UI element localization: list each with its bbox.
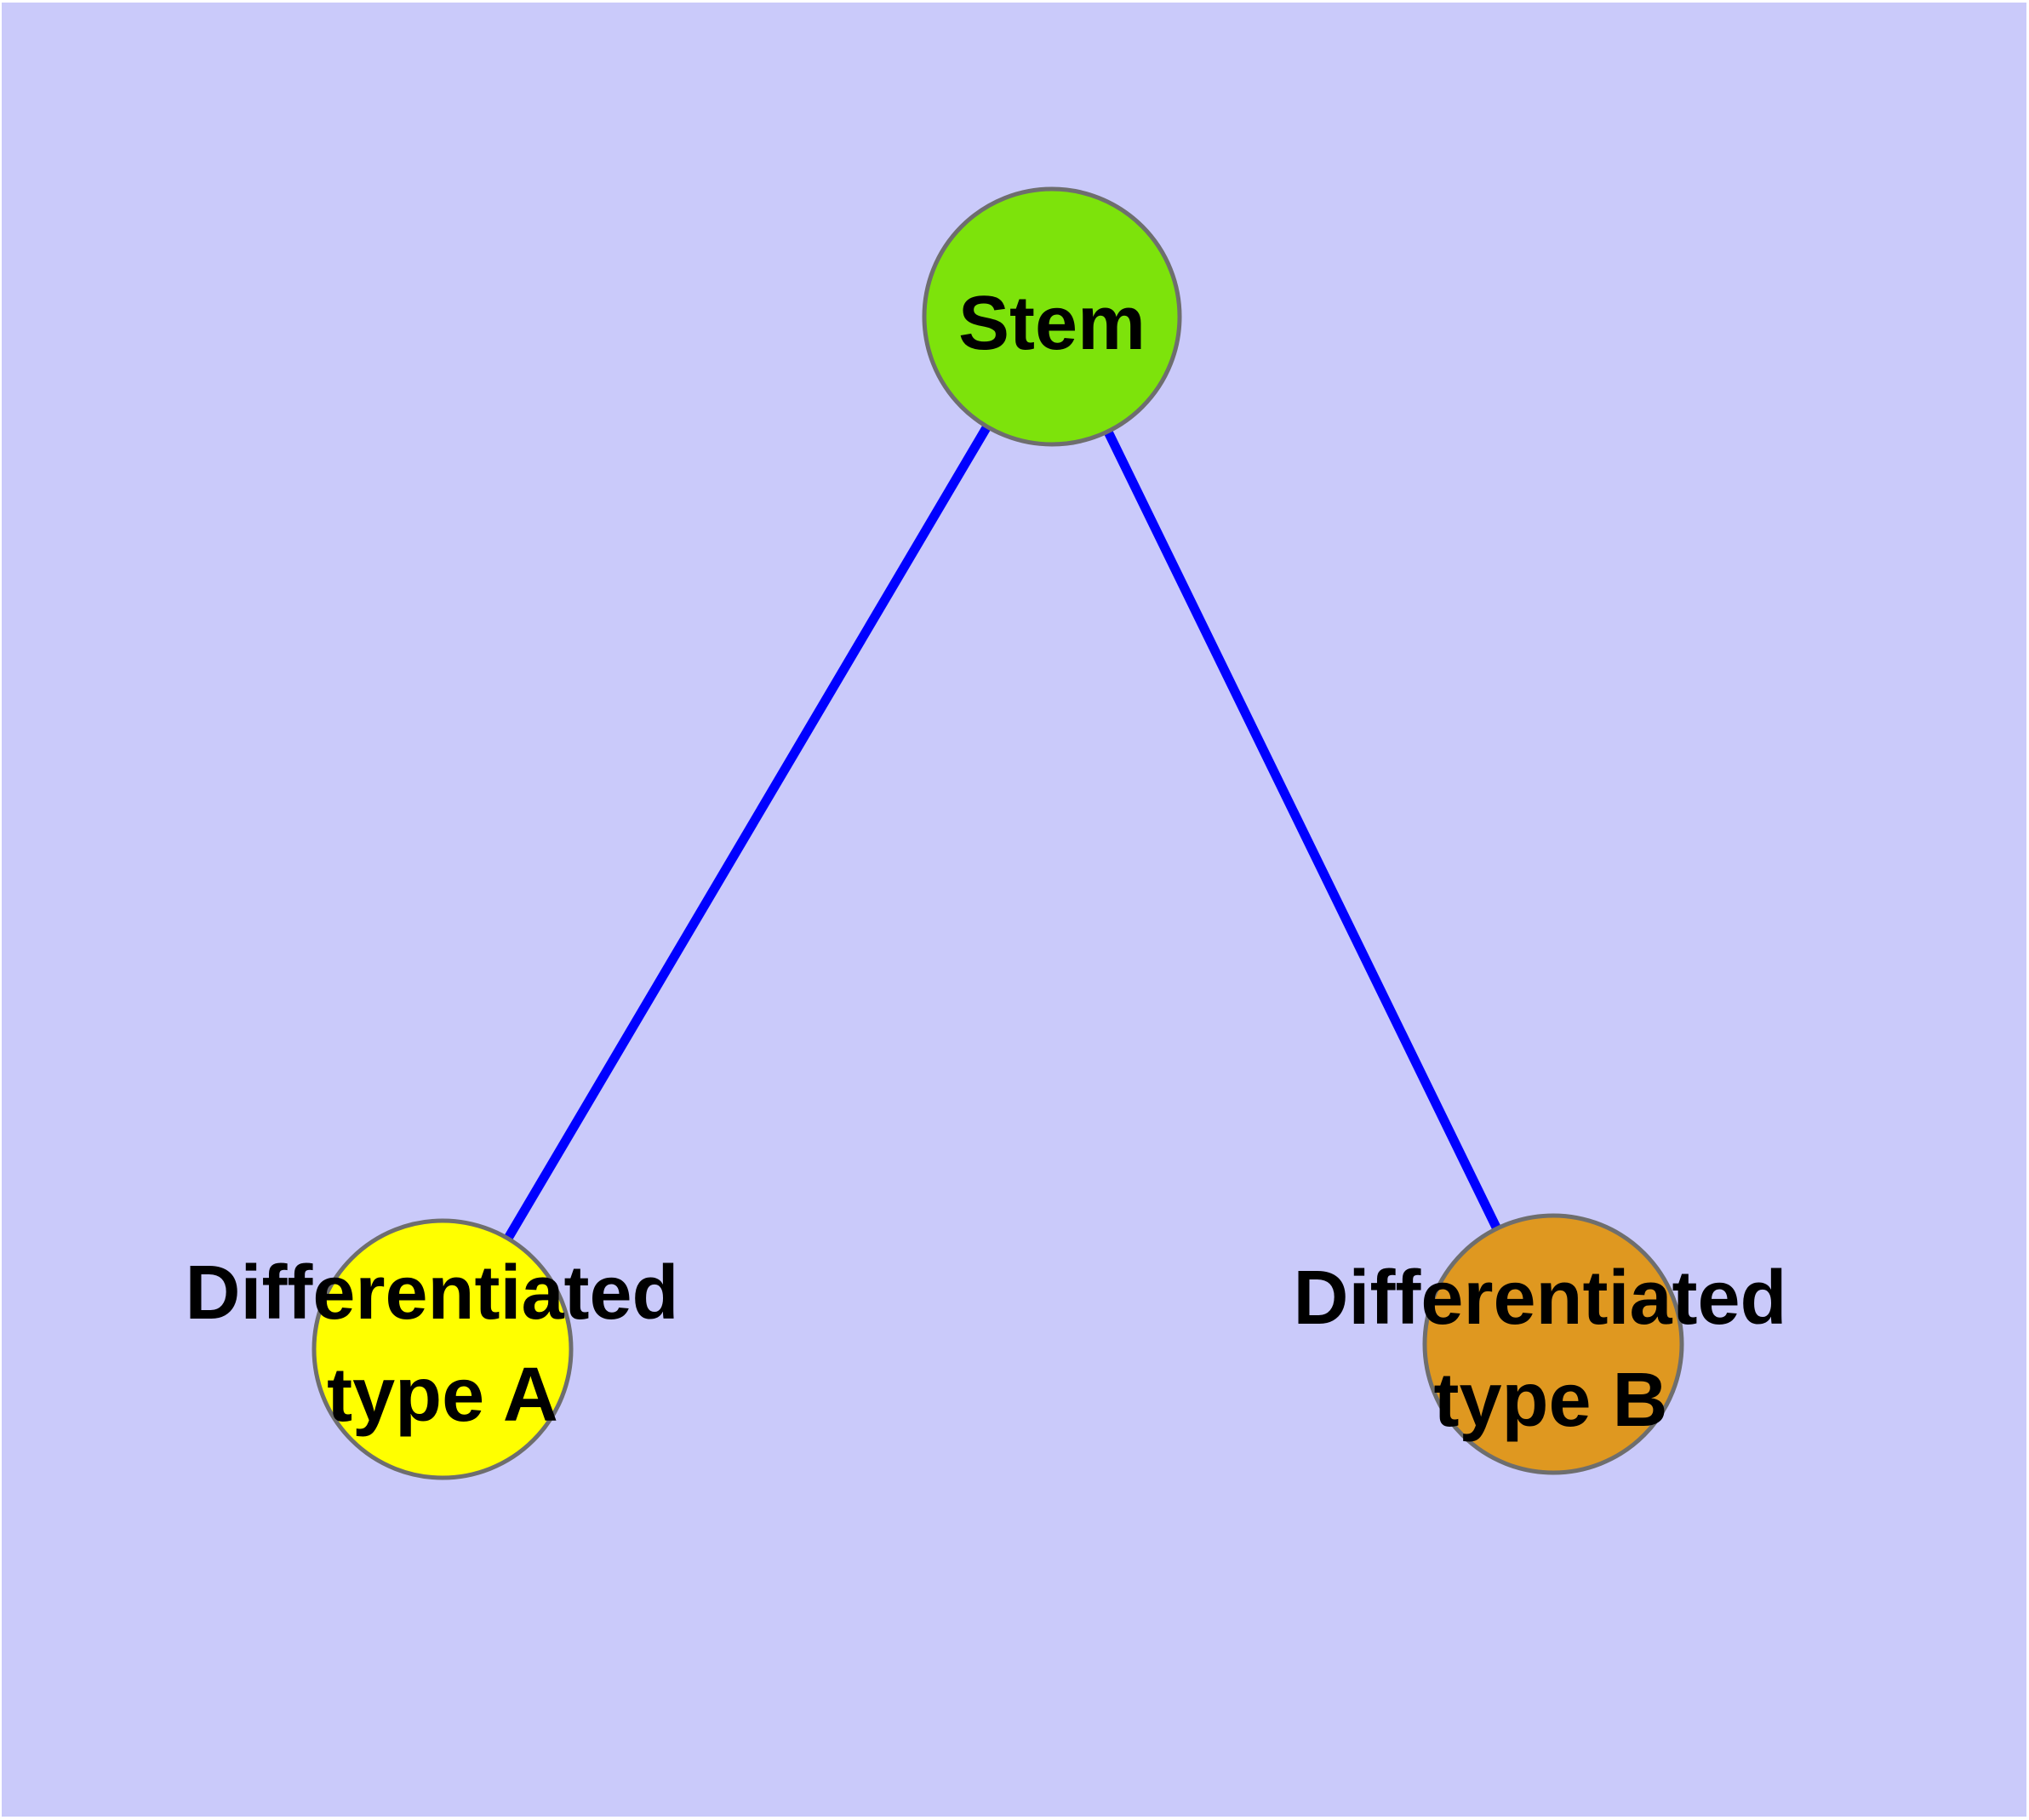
node-type-b-circle — [1422, 1213, 1684, 1475]
node-stem-label: Stem — [958, 281, 1146, 366]
node-type-a-circle — [311, 1218, 574, 1480]
node-stem-circle — [922, 186, 1182, 447]
edge-stem-to-type-a — [438, 314, 1056, 1352]
node-type-a-label: Differentiated type A — [185, 1251, 700, 1438]
edge-stem-to-type-b — [1048, 314, 1557, 1347]
node-type-a: Differentiated type A — [185, 1218, 700, 1480]
node-type-b-label-line2: type B — [1433, 1358, 1667, 1443]
node-type-b: Differentiated type B — [1293, 1213, 1808, 1475]
node-type-b-label-line1: Differentiated — [1293, 1256, 1786, 1341]
node-type-a-label-line2: type A — [327, 1353, 558, 1438]
node-type-a-label-line1: Differentiated — [185, 1251, 678, 1336]
node-stem: Stem — [922, 186, 1182, 447]
node-type-b-label: Differentiated type B — [1293, 1256, 1808, 1443]
